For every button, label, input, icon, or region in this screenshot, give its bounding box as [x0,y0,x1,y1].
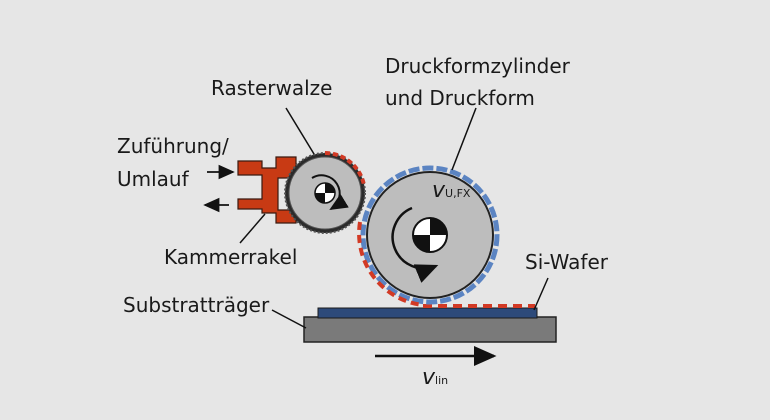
label-anilox-roller: Rasterwalze [211,76,333,100]
symbol-cylinder-velocity: vU,FX [432,178,470,203]
symbol-v-lin: v [422,365,436,390]
leader-wafer [533,277,549,311]
symbol-linear-velocity: vlin [422,365,448,390]
chamber-doctor-blade [237,156,297,224]
printing-cylinder [357,165,500,307]
label-si-wafer: Si-Wafer [525,250,608,274]
leader-cylinder [451,107,477,171]
leader-anilox [285,107,315,155]
symbol-v-lin-subscript: lin [435,374,449,387]
anilox-roller [284,151,366,234]
symbol-v: v [432,178,446,203]
symbol-v-subscript: U,FX [445,187,471,200]
label-chamber-blade: Kammerrakel [164,245,298,269]
leader-chamber [239,213,266,244]
substrate-carrier [303,316,557,343]
label-supply-line2: Umlauf [117,167,189,191]
leader-carrier [271,309,307,329]
si-wafer [317,307,538,319]
label-cylinder-line1: Druckformzylinder [385,54,570,78]
label-supply-line1: Zuführung/ [117,134,229,158]
label-substrate-carrier: Substratträger [123,293,270,317]
label-cylinder-line2: und Druckform [385,86,535,110]
